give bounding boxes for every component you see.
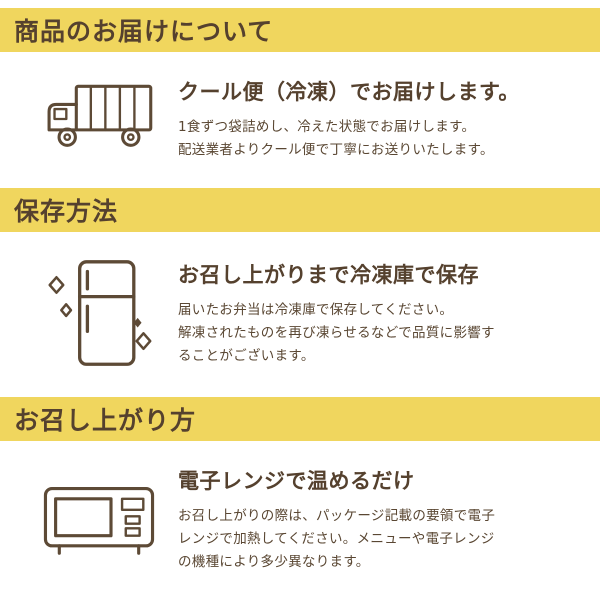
section-howto: 電子レンジで温めるだけ お召し上がりの際は、パッケージ記載の要領で電子 レンジで…	[0, 441, 600, 600]
banner-label: 商品のお届けについて	[14, 17, 274, 46]
section-banner-delivery: 商品のお届けについて	[0, 8, 600, 52]
banner-label: 保存方法	[14, 196, 119, 226]
storage-body-line: ることがございます。	[178, 347, 315, 364]
storage-body-line: 届いたお弁当は冷凍庫で保存してください。	[178, 302, 454, 319]
section-storage: お召し上がりまで冷凍庫で保存 届いたお弁当は冷凍庫で保存してください。 解凍され…	[0, 232, 600, 398]
delivery-body-line: 配送業者よりクール便で丁寧にお送りいたします。	[178, 141, 494, 158]
section-banner-howto: お召し上がり方	[0, 397, 600, 442]
microwave-icon	[39, 477, 159, 563]
howto-body-line: レンジで加熱してください。メニューや電子レンジ	[178, 531, 495, 548]
truck-icon	[40, 79, 158, 159]
storage-text: お召し上がりまで冷凍庫で保存 届いたお弁当は冷凍庫で保存してください。 解凍され…	[170, 259, 580, 368]
delivery-icon-column	[28, 79, 170, 159]
banner-label: お召し上がり方	[14, 406, 197, 436]
delivery-body-line: 1食ずつ袋詰めし、冷えた状態でお届けします。	[178, 118, 476, 135]
howto-title: 電子レンジで温めるだけ	[178, 469, 415, 494]
delivery-title: クール便（冷凍）でお届けします。	[178, 79, 520, 104]
howto-body-line: お召し上がりの際は、パッケージ記載の要領で電子	[178, 508, 496, 525]
storage-title: お召し上がりまで冷凍庫で保存	[178, 263, 479, 288]
refrigerator-icon	[41, 256, 157, 372]
howto-icon-column	[28, 477, 170, 563]
howto-body-line: の機種により多少異なります。	[178, 554, 370, 571]
storage-body-line: 解凍されたものを再び凍らせるなどで品質に影響す	[178, 325, 495, 342]
delivery-text: クール便（冷凍）でお届けします。 1食ずつ袋詰めし、冷えた状態でお届けします。 …	[170, 76, 580, 162]
section-delivery: クール便（冷凍）でお届けします。 1食ずつ袋詰めし、冷えた状態でお届けします。 …	[0, 52, 600, 188]
section-banner-storage: 保存方法	[0, 187, 600, 232]
howto-text: 電子レンジで温めるだけ お召し上がりの際は、パッケージ記載の要領で電子 レンジで…	[170, 465, 580, 574]
storage-icon-column	[28, 256, 170, 372]
